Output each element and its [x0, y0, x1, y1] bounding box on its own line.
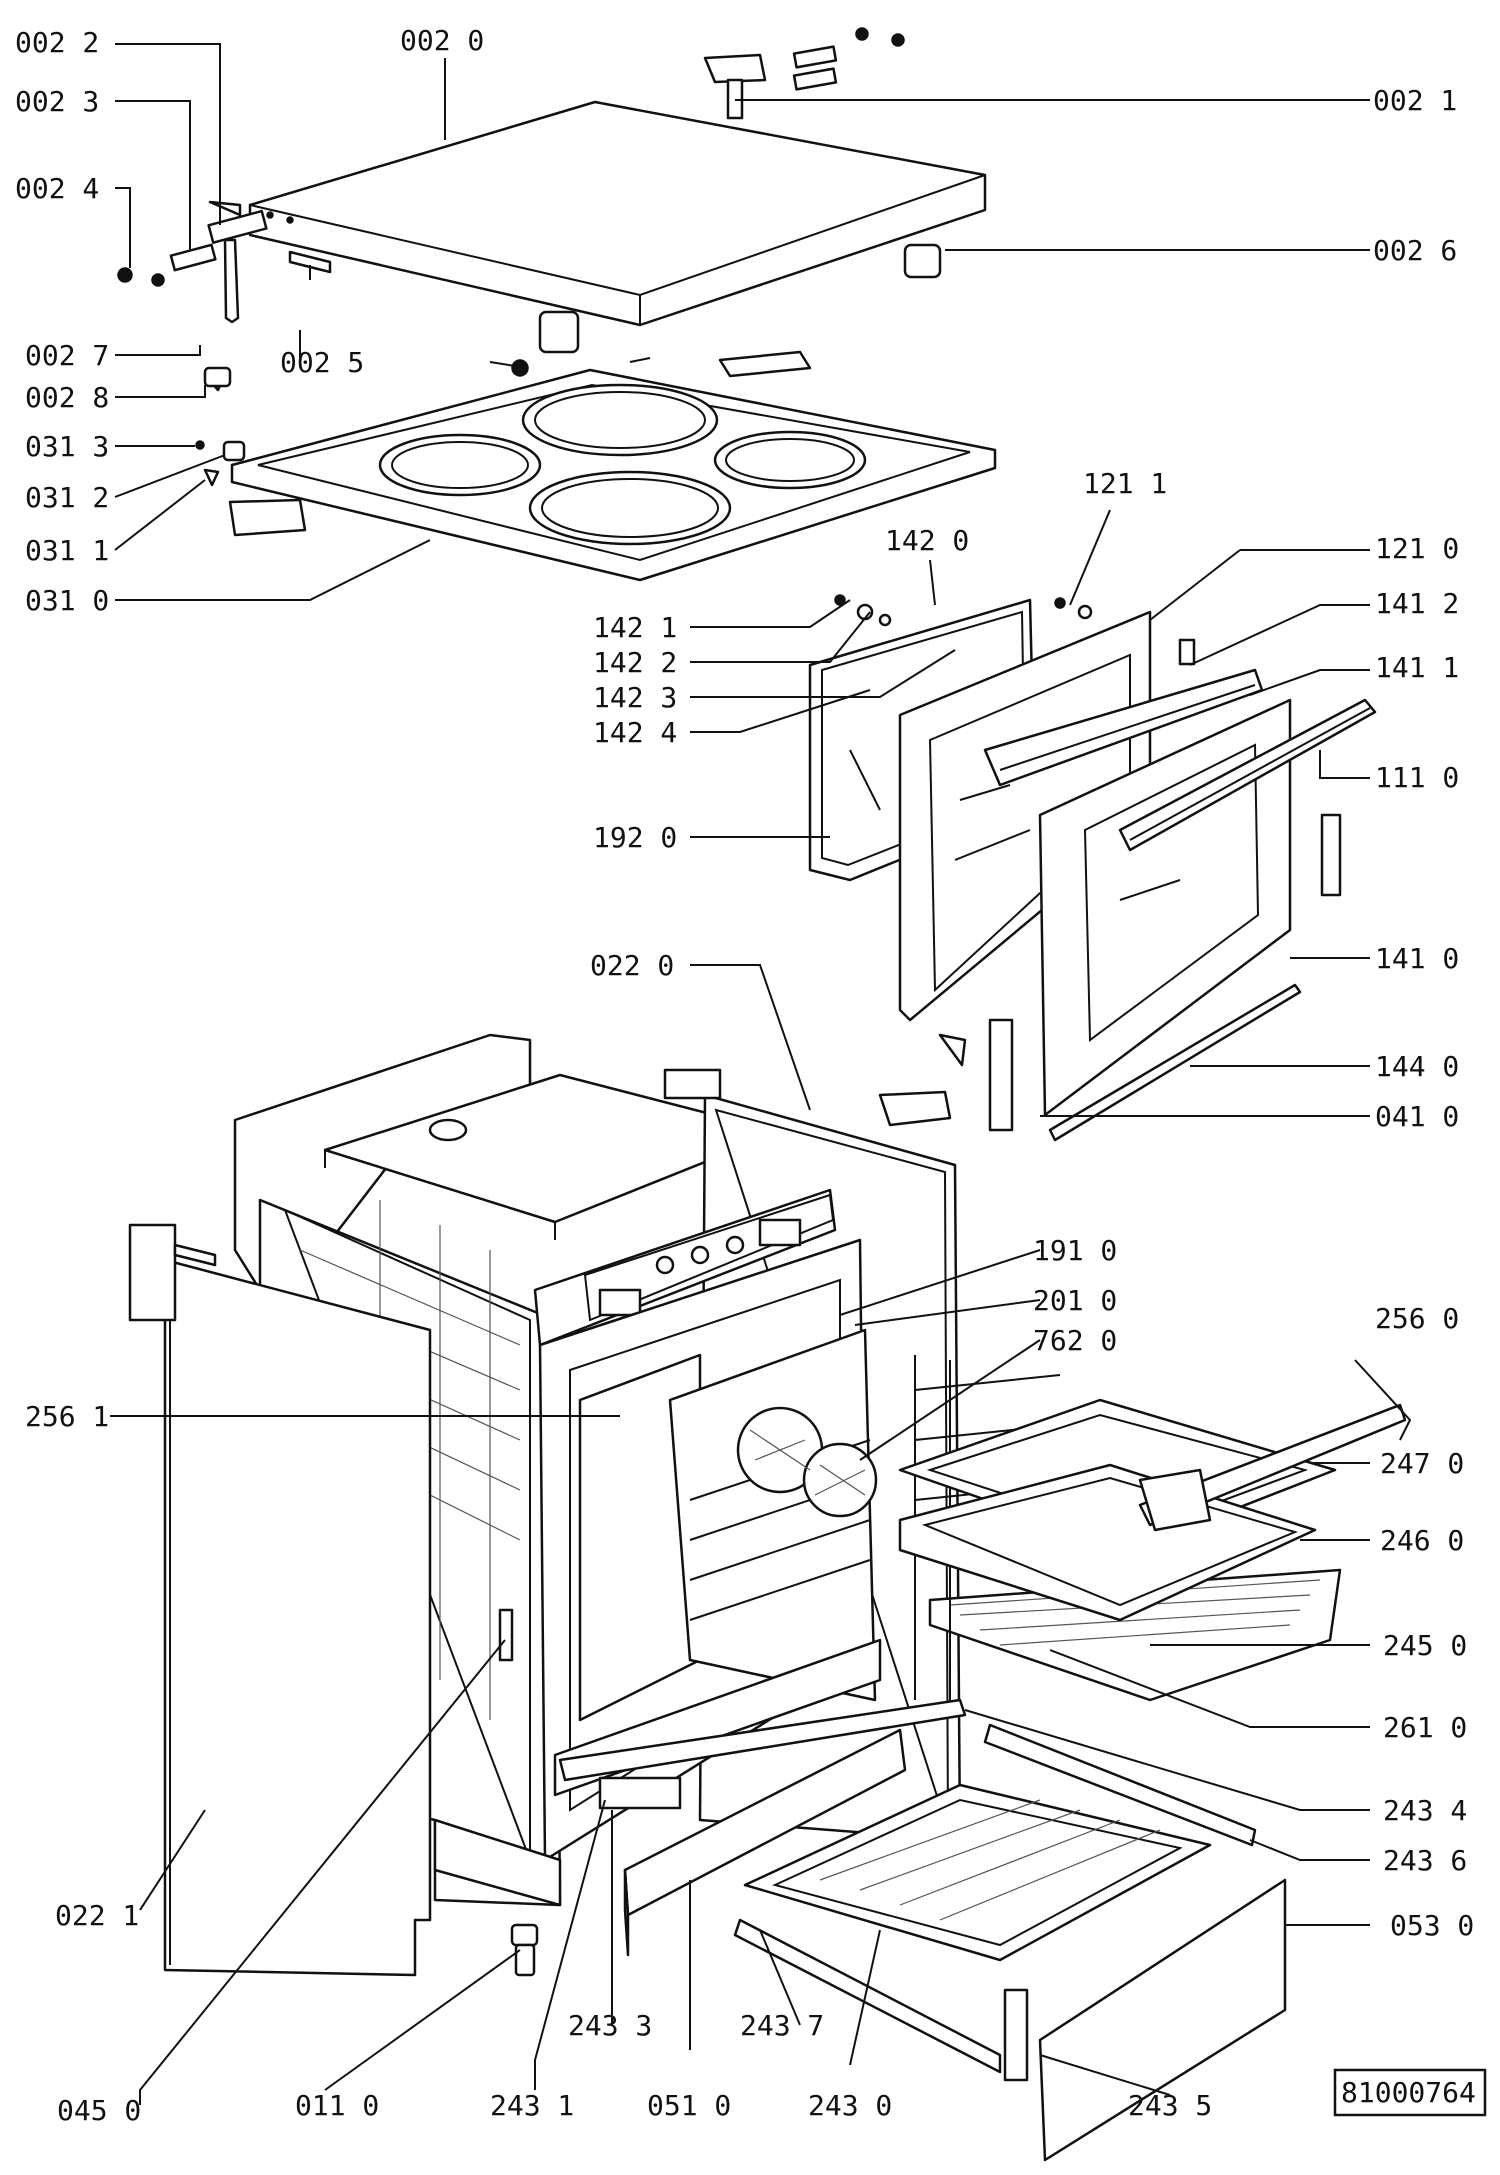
drawer-tray: [743, 1783, 1212, 1962]
lid-bracket: [288, 250, 332, 280]
label-2561: 256 1: [25, 1400, 109, 1433]
hob-clip: [489, 310, 812, 378]
label-2434: 243 4: [1383, 1794, 1467, 1827]
label-1422: 142 2: [593, 646, 677, 679]
label-0020: 002 0: [400, 24, 484, 57]
label-0021: 002 1: [1373, 84, 1457, 117]
label-0450: 045 0: [57, 2094, 141, 2127]
roasting-pan: [898, 1463, 1317, 1622]
adjustable-foot: [510, 1923, 539, 1977]
label-1410: 141 0: [1375, 942, 1459, 975]
label-1412: 141 2: [1375, 587, 1459, 620]
label-0028: 002 8: [25, 381, 109, 414]
drawer-front: [623, 1728, 1287, 2162]
label-0221: 022 1: [55, 1899, 139, 1932]
label-2560: 256 0: [1375, 1302, 1459, 1335]
label-1440: 144 0: [1375, 1050, 1459, 1083]
label-1110: 111 0: [1375, 761, 1459, 794]
label-0027: 002 7: [25, 339, 109, 372]
lid-hinge-left: [117, 209, 268, 324]
label-0026: 002 6: [1373, 234, 1457, 267]
label-2431: 243 1: [490, 2089, 574, 2122]
label-0312: 031 2: [25, 481, 109, 514]
reference-code-box: 81000764: [1333, 2068, 1487, 2117]
label-0313: 031 3: [25, 430, 109, 463]
leader-lines: [110, 43, 1412, 2105]
label-7620: 762 0: [1033, 1324, 1117, 1357]
label-0510: 051 0: [647, 2089, 731, 2122]
label-0022: 002 2: [15, 26, 99, 59]
reference-code: 81000764: [1341, 2076, 1476, 2109]
lid-bumper: [903, 243, 942, 279]
label-1210: 121 0: [1375, 532, 1459, 565]
label-0025: 002 5: [280, 346, 364, 379]
hob-panel: [230, 368, 997, 582]
label-0220: 022 0: [590, 949, 674, 982]
door-trim: [1048, 983, 1302, 1142]
label-0530: 053 0: [1390, 1909, 1474, 1942]
control-panel: [533, 1188, 837, 1347]
label-2450: 245 0: [1383, 1629, 1467, 1662]
label-2433: 243 3: [568, 2009, 652, 2042]
label-1423: 142 3: [593, 681, 677, 714]
label-0311: 031 1: [25, 534, 109, 567]
label-1920: 192 0: [593, 821, 677, 854]
side-panel-left: [128, 1223, 432, 1977]
label-0024: 002 4: [15, 172, 99, 205]
label-0023: 002 3: [15, 85, 99, 118]
label-1424: 142 4: [593, 716, 677, 749]
door-outer-glass: [1038, 698, 1292, 1117]
lid-hinge-right: [703, 27, 905, 120]
label-2460: 246 0: [1380, 1524, 1464, 1557]
label-2437: 243 7: [740, 2009, 824, 2042]
door-hinges: [878, 813, 1342, 1132]
label-1421: 142 1: [593, 611, 677, 644]
top-lid: [248, 100, 987, 327]
grill-handle: [1138, 1403, 1407, 1532]
label-1411: 141 1: [1375, 651, 1459, 684]
label-1420: 142 0: [885, 524, 969, 557]
oven-fan: [736, 1406, 878, 1518]
cabinet-bracket-045: [498, 1608, 514, 1662]
label-0310: 031 0: [25, 584, 109, 617]
label-2430: 243 0: [808, 2089, 892, 2122]
label-0110: 011 0: [295, 2089, 379, 2122]
label-2010: 201 0: [1033, 1284, 1117, 1317]
label-1910: 191 0: [1033, 1234, 1117, 1267]
label-2436: 243 6: [1383, 1844, 1467, 1877]
label-0410: 041 0: [1375, 1100, 1459, 1133]
label-2470: 247 0: [1380, 1447, 1464, 1480]
part-labels: 002 2 002 0 002 1 002 3 002 4 002 6 002 …: [15, 24, 1474, 2127]
label-2610: 261 0: [1383, 1711, 1467, 1744]
hob-fixings: [195, 200, 307, 537]
label-1211: 121 1: [1083, 467, 1167, 500]
label-2435: 243 5: [1128, 2089, 1212, 2122]
drawer-side-rail: [733, 1918, 1029, 2082]
door-screws: [834, 594, 1093, 627]
door-handle: [1118, 698, 1377, 852]
drawer-runners: [558, 1698, 1257, 1847]
